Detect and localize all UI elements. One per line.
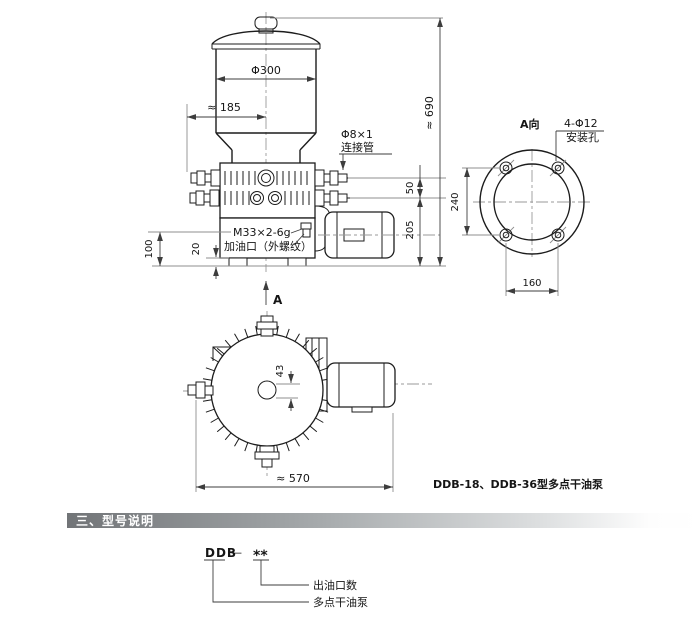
center-boss-outer	[257, 169, 275, 187]
dim-43-text: 43	[275, 365, 286, 378]
holes-spec-text: 4-Φ12	[564, 117, 598, 130]
fitting-left	[187, 381, 214, 399]
motor-plan-foot	[351, 406, 373, 413]
connector-name-text: 连接管	[341, 140, 374, 154]
dim-phi300-text: Φ300	[251, 64, 281, 77]
model-pump-label: 多点干油泵	[313, 595, 368, 609]
dim-20: 20	[191, 243, 229, 279]
fitting-stud-left-bottom	[189, 189, 220, 207]
front-view: Φ300 ≈ 185 ≈ 690 50 205 100	[144, 12, 446, 307]
outlet-ticks	[224, 171, 310, 205]
dim-20-text: 20	[191, 243, 202, 256]
dim-100-text: 100	[144, 239, 155, 258]
flange-view-title: A向	[520, 117, 540, 131]
model-prefix: DDB	[205, 546, 237, 560]
dim-240: 240	[450, 167, 499, 236]
fill-port-fitting	[300, 222, 312, 238]
dim-570: ≈ 570	[195, 400, 394, 492]
dim-185-text: ≈ 185	[207, 101, 241, 114]
dim-240-text: 240	[450, 192, 461, 211]
lid-dome	[211, 30, 321, 45]
dim-690: ≈ 690	[270, 17, 443, 266]
motor-plan-body	[326, 362, 396, 408]
fitting-stud-right-top	[314, 169, 348, 187]
fill-port-thread-text: M33×2-6g	[233, 226, 291, 239]
center-boss-inner	[261, 173, 271, 183]
pump-housing	[219, 217, 316, 267]
reservoir	[211, 16, 321, 163]
dim-570-text: ≈ 570	[276, 472, 310, 485]
flange-outer-circle	[479, 149, 585, 255]
lid-rim	[211, 43, 321, 50]
dim-100: 100	[144, 232, 163, 266]
dim-690-text: ≈ 690	[423, 96, 436, 130]
lower-boss-right-inner	[271, 194, 279, 202]
dim-185: ≈ 185	[186, 101, 266, 172]
foot-right	[287, 257, 307, 267]
motor-plan	[326, 362, 396, 413]
model-leader-lines	[212, 560, 309, 603]
fitting-bottom	[254, 445, 280, 468]
model-outlets-label: 出油口数	[313, 578, 357, 592]
distributor-disc	[210, 333, 324, 447]
row-extension-lines	[348, 177, 446, 199]
fill-port-name-text: 加油口（外螺纹）	[224, 239, 312, 253]
dim-43: 43	[275, 365, 300, 411]
motor-plan-rings	[338, 363, 385, 407]
model-dash: —	[231, 546, 242, 559]
lower-boss-left	[250, 191, 264, 205]
fitting-top	[256, 315, 278, 337]
housing-body	[219, 217, 316, 259]
reservoir-funnel	[215, 132, 317, 163]
flange-inner-circle	[493, 163, 571, 241]
section-arrow-a: A	[263, 281, 283, 307]
mounting-holes	[497, 159, 567, 244]
dim-50-text: 50	[405, 182, 416, 195]
dim-160: 160	[505, 243, 559, 296]
dim-50: 50	[405, 165, 423, 198]
connector-spec-text: Φ8×1	[341, 128, 373, 141]
label-fill-port: M33×2-6g 加油口（外螺纹）	[148, 226, 312, 253]
side-fittings	[189, 169, 348, 207]
lower-boss-right	[268, 191, 282, 205]
motor-front	[324, 211, 395, 259]
lower-boss-left-inner	[253, 194, 261, 202]
foot-left	[228, 257, 248, 267]
dim-160-text: 160	[522, 278, 541, 289]
model-section: 三、型号说明 DDB — ** 出油口数 多点干油泵	[67, 513, 700, 609]
figure-caption: DDB-18、DDB-36型多点干油泵	[433, 477, 603, 491]
fitting-stud-right-bottom	[314, 189, 348, 207]
model-code-diagram: DDB — ** 出油口数 多点干油泵	[204, 546, 368, 609]
pump-block	[219, 162, 316, 219]
fitting-stud-left-top	[190, 169, 221, 187]
section-heading-text: 三、型号说明	[76, 513, 154, 528]
label-mounting-holes: 4-Φ12 安装孔	[555, 117, 604, 161]
label-connector-pipe: Φ8×1 连接管	[339, 128, 392, 170]
section-arrow-label: A	[273, 293, 283, 307]
dim-205: 205	[405, 198, 423, 266]
plan-view: 43 ≈ 570	[183, 311, 432, 492]
flange-view: A向 4-Φ12 安装孔 240 160	[450, 117, 604, 296]
dim-205-text: 205	[405, 220, 416, 239]
holes-name-text: 安装孔	[566, 130, 599, 144]
dim-phi300: Φ300	[216, 64, 316, 82]
section-heading-bar	[67, 513, 700, 528]
center-hub	[257, 380, 277, 400]
